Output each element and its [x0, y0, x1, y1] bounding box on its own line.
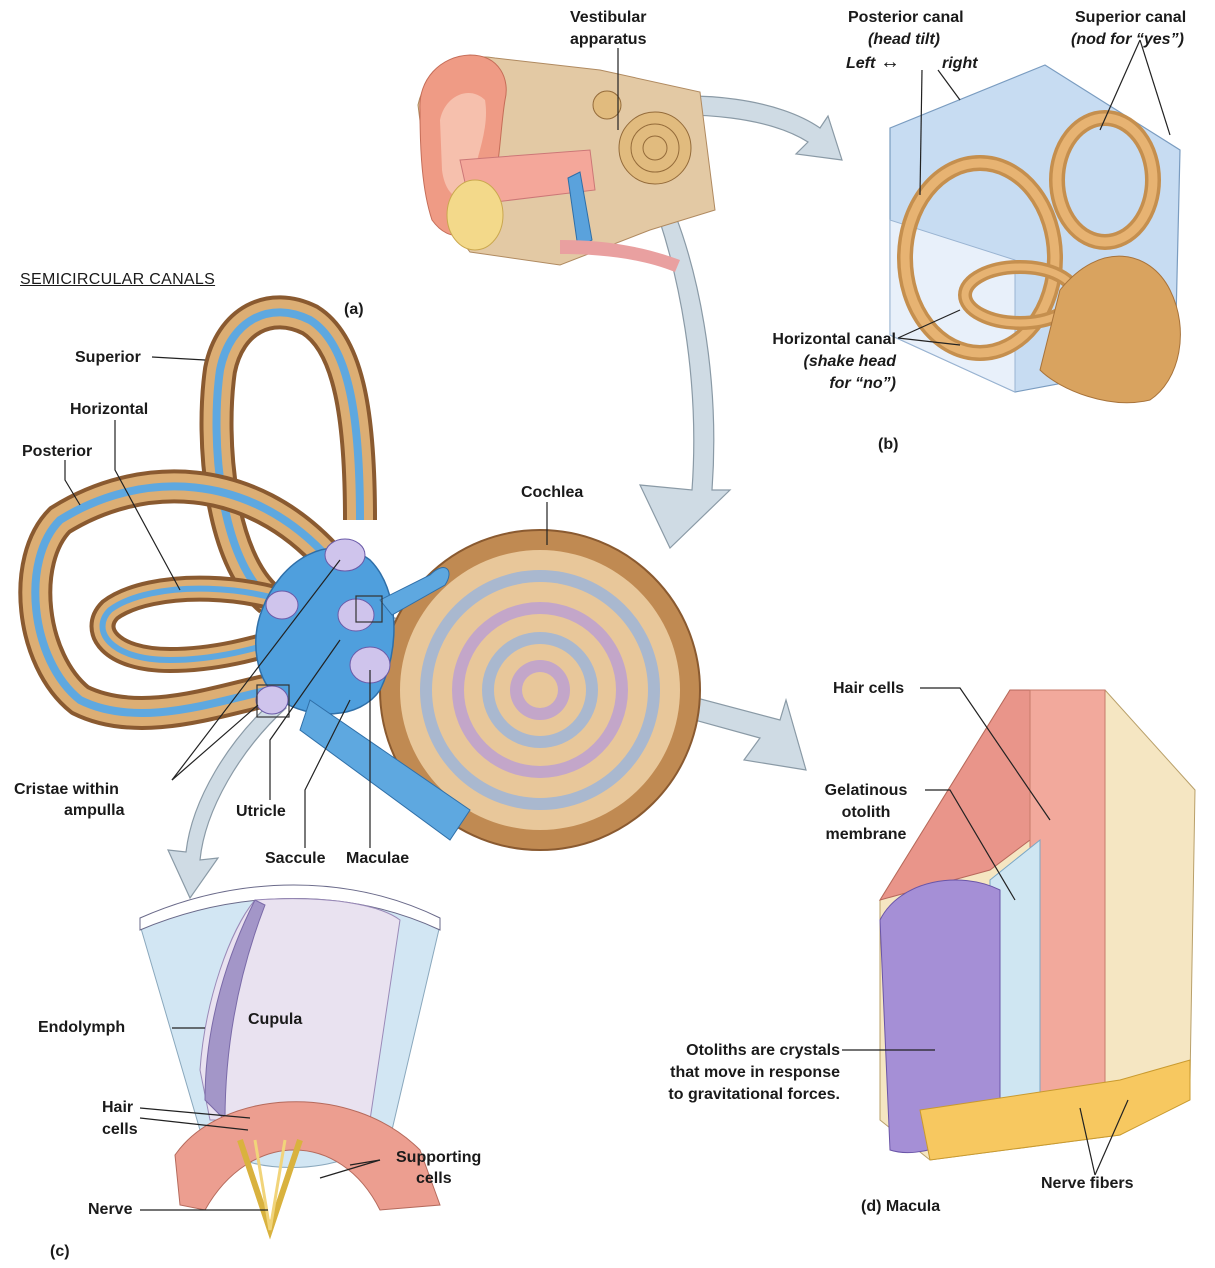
- posterior-canal-subtitle: (head tilt): [868, 30, 940, 50]
- supporting-label-line2: cells: [416, 1169, 452, 1189]
- cupula-label: Cupula: [248, 1010, 302, 1030]
- direction-left: Left: [846, 54, 875, 74]
- vestibular-label-line1: Vestibular: [570, 8, 646, 28]
- gelatinous-label-line2: otolith: [808, 803, 924, 823]
- cristae-label-line1: Cristae within: [14, 780, 119, 800]
- otoliths-label-line3: to gravitational forces.: [610, 1085, 840, 1105]
- horizontal-canal-title: Horizontal canal: [740, 330, 896, 350]
- superior-canal-subtitle: (nod for “yes”): [1071, 30, 1184, 50]
- section-title: SEMICIRCULAR CANALS: [20, 270, 215, 290]
- cristae-label-line2: ampulla: [64, 801, 124, 821]
- superior-label: Superior: [75, 348, 141, 368]
- posterior-label: Posterior: [22, 442, 92, 462]
- endolymph-label: Endolymph: [38, 1018, 125, 1038]
- superior-canal-title: Superior canal: [1075, 8, 1186, 28]
- panel-c-label: (c): [50, 1242, 70, 1262]
- posterior-canal-title: Posterior canal: [848, 8, 964, 28]
- otoliths-label-line1: Otoliths are crystals: [610, 1041, 840, 1061]
- horizontal-label: Horizontal: [70, 400, 148, 420]
- arrow-to-cochlea: [640, 180, 730, 548]
- direction-right: right: [942, 54, 978, 74]
- panel-c-illustration: [140, 885, 440, 1230]
- panel-a-label: (a): [344, 300, 364, 320]
- maculae-label: Maculae: [346, 849, 409, 869]
- gelatinous-label-line1: Gelatinous: [808, 781, 924, 801]
- utricle-label: Utricle: [236, 802, 286, 822]
- gelatinous-label-line3: membrane: [808, 825, 924, 845]
- horizontal-canal-subtitle-2: for “no”): [740, 374, 896, 394]
- nerve-label: Nerve: [88, 1200, 132, 1220]
- saccule-label: Saccule: [265, 849, 325, 869]
- macula-hair-cells-label: Hair cells: [833, 679, 904, 699]
- otoliths-label-line2: that move in response: [610, 1063, 840, 1083]
- panel-a-illustration: [35, 312, 700, 850]
- panel-d-illustration: [880, 690, 1195, 1160]
- nerve-fibers-label: Nerve fibers: [1041, 1174, 1134, 1194]
- panel-b-illustration: [890, 65, 1180, 403]
- vestibular-label-line2: apparatus: [570, 30, 646, 50]
- supporting-label-line1: Supporting: [396, 1148, 481, 1168]
- crista-hair-label-line2: cells: [102, 1120, 138, 1140]
- crista-hair-label-line1: Hair: [102, 1098, 133, 1118]
- double-arrow-icon: ↔: [880, 52, 900, 72]
- panel-d-label: (d) Macula: [861, 1197, 940, 1217]
- cochlea-label: Cochlea: [521, 483, 583, 503]
- panel-b-label: (b): [878, 435, 898, 455]
- horizontal-canal-subtitle-1: (shake head: [740, 352, 896, 372]
